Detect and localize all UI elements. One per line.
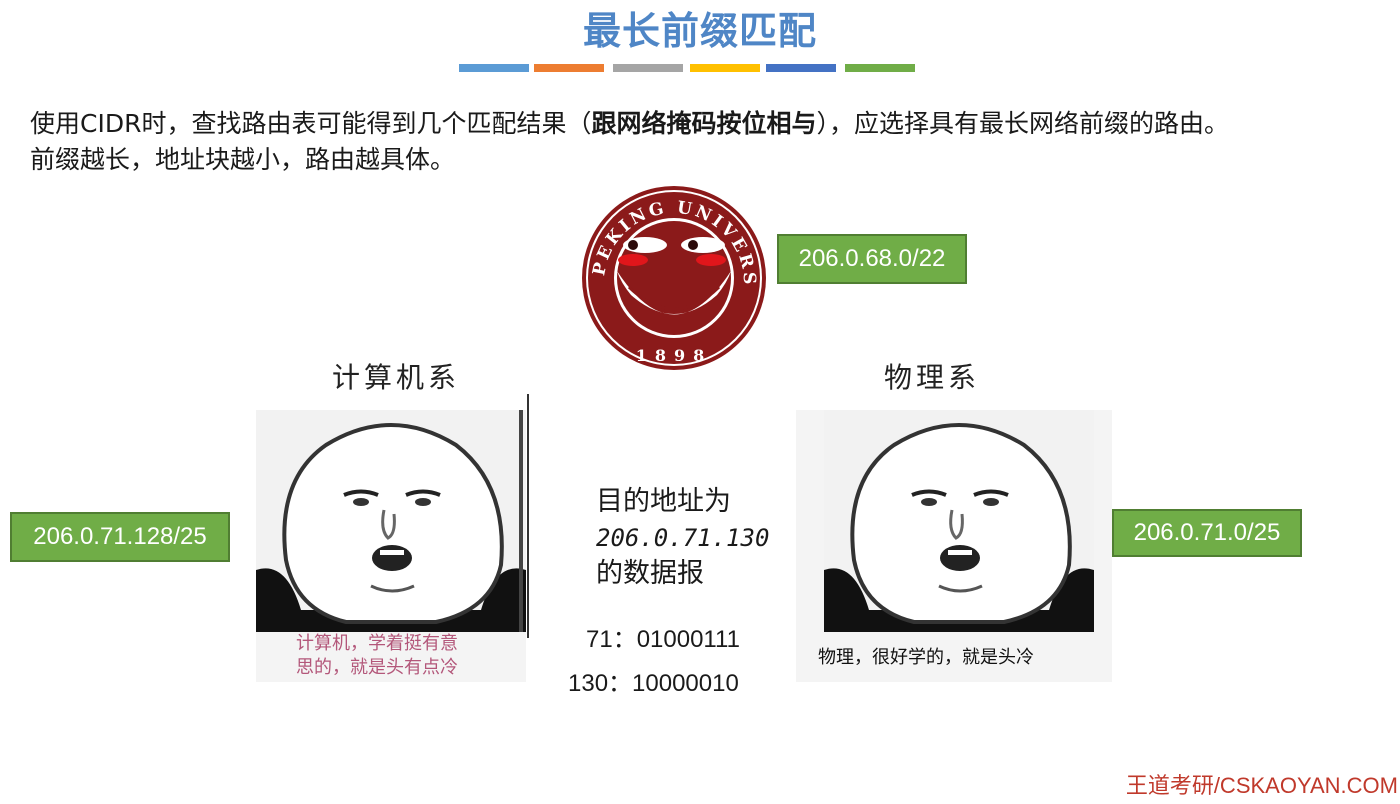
route-box-pku: 206.0.68.0/22 xyxy=(777,234,967,284)
destination-line1: 目的地址为 xyxy=(596,486,731,517)
binary-row-71: 71：01000111 xyxy=(586,626,740,653)
intro-text: 使用CIDR时，查找路由表可能得到几个匹配结果（跟网络掩码按位相与），应选择具有… xyxy=(30,106,1400,178)
stripe-3 xyxy=(613,64,683,72)
cs-dept-title: 计算机系 xyxy=(332,361,461,394)
page-title: 最长前缀匹配 xyxy=(582,9,817,53)
cs-caption-line2: 思的，就是头有点冷 xyxy=(296,657,458,678)
cs-caption: 计算机，学着挺有意 思的，就是头有点冷 xyxy=(296,632,458,680)
route-box-cs: 206.0.71.128/25 xyxy=(10,512,230,562)
meme-face-icon xyxy=(256,410,526,632)
cs-meme-card: 计算机，学着挺有意 思的，就是头有点冷 xyxy=(256,410,526,682)
route-box-physics: 206.0.71.0/25 xyxy=(1112,509,1302,557)
binary-row-130: 130：10000010 xyxy=(568,670,739,697)
destination-line3: 的数据报 xyxy=(596,558,704,589)
intro-part1: 使用CIDR时，查找路由表可能得到几个匹配结果（ xyxy=(30,109,592,138)
physics-dept-title: 物理系 xyxy=(884,361,981,394)
stripe-1 xyxy=(459,64,529,72)
cs-caption-line1: 计算机，学着挺有意 xyxy=(296,633,458,654)
center-divider xyxy=(527,394,529,638)
stripe-5 xyxy=(766,64,836,72)
stripe-6 xyxy=(845,64,915,72)
stripe-2 xyxy=(534,64,604,72)
intro-bold: 跟网络掩码按位相与 xyxy=(591,109,817,138)
intro-part2: ），应选择具有最长网络前缀的路由。 xyxy=(816,109,1229,138)
svg-text:1898: 1898 xyxy=(636,346,713,365)
physics-meme-card: 物理，很好学的，就是头冷 xyxy=(796,410,1112,682)
stripe-4 xyxy=(690,64,760,72)
meme-face-icon xyxy=(824,410,1094,632)
footer-brand: 王道考研/CSKAOYAN.COM xyxy=(1125,773,1398,798)
destination-text: 目的地址为 206.0.71.130 的数据报 xyxy=(596,484,769,592)
physics-caption: 物理，很好学的，就是头冷 xyxy=(818,647,1034,668)
pku-seal-icon: PEKING UNIVERSITY 1898 xyxy=(568,168,771,373)
intro-line2: 前缀越长，地址块越小，路由越具体。 xyxy=(30,145,456,174)
destination-address: 206.0.71.130 xyxy=(596,524,770,552)
